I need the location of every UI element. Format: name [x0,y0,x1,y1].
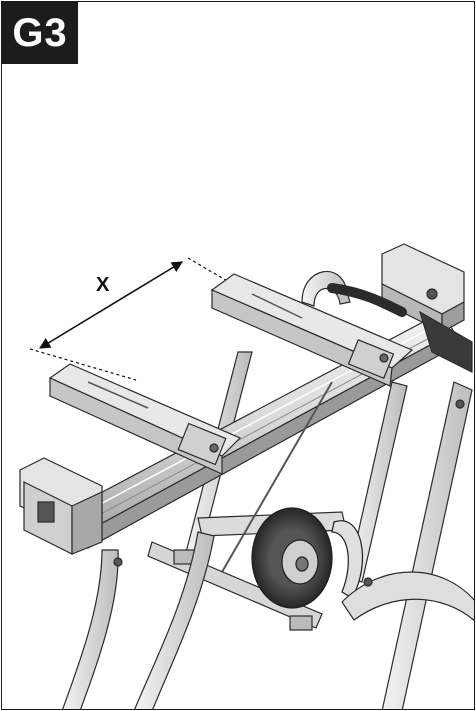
front-end-bracket [19,457,103,555]
rear-end-bracket [381,243,473,373]
front-support-arm [48,363,242,475]
wheel [251,507,364,609]
rear-support-arm [210,273,414,387]
figure-badge: G3 [2,2,78,64]
dimension-label-x: X [96,274,110,296]
front-legs [62,381,474,709]
handle-bar [327,283,407,317]
